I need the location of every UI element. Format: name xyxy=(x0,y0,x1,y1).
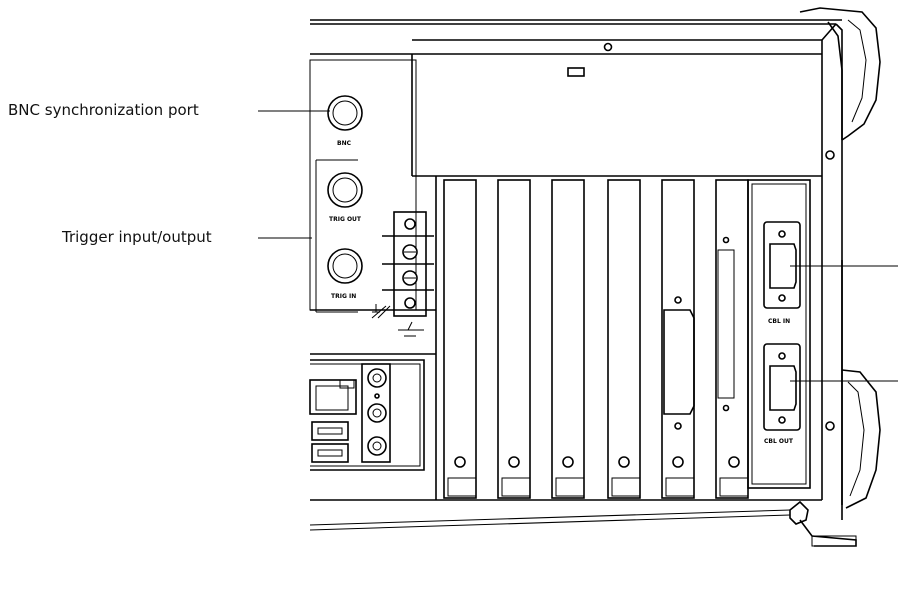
trig-out-label: TRIG OUT xyxy=(329,216,362,223)
chassis-outline xyxy=(309,19,843,531)
cbl-out-label: CBL OUT xyxy=(764,438,794,445)
module-slots xyxy=(435,176,811,500)
sync-trigger-panel: BNC TRIG OUT TRIG IN xyxy=(309,59,434,337)
bnc-label: BNC xyxy=(337,140,352,147)
cbl-out-connector: CBL OUT xyxy=(763,343,801,445)
bnc-sync-port-callout: BNC synchronization port xyxy=(8,101,199,119)
cbl-in-connector: CBL IN xyxy=(763,221,801,325)
cbl-in-label: CBL IN xyxy=(768,318,790,325)
bnc-port: BNC xyxy=(327,95,363,147)
trig-out-port: TRIG OUT xyxy=(327,172,363,223)
callout-leaders xyxy=(258,110,898,382)
trigger-io-callout: Trigger input/output xyxy=(62,228,212,246)
ground-terminal xyxy=(371,211,434,337)
side-handle xyxy=(799,7,881,547)
trig-in-label: TRIG IN xyxy=(331,293,356,300)
cpu-io-block xyxy=(309,359,425,471)
trig-in-port: TRIG IN xyxy=(327,248,363,300)
